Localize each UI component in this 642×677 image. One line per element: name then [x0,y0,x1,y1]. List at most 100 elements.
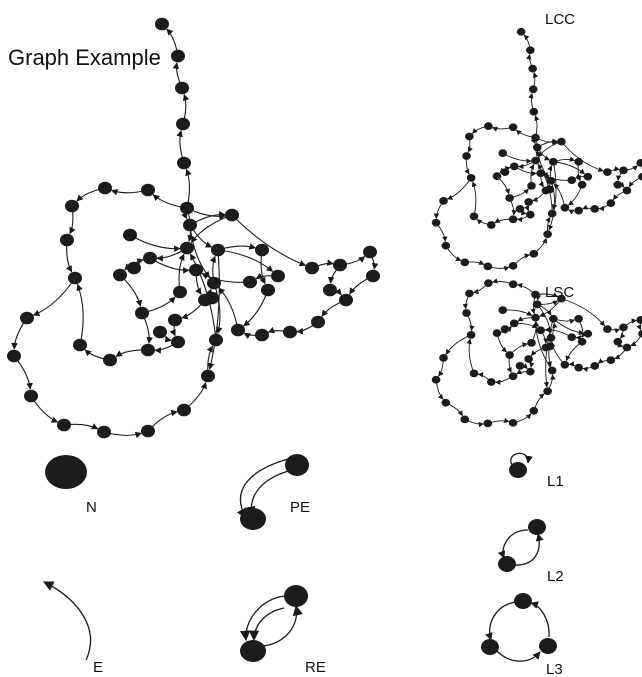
graph-node [557,137,566,146]
graph-node [526,367,535,376]
graph-node [532,300,542,309]
label-n: N [86,499,97,516]
graph-node [176,117,190,131]
graph-node [431,218,441,227]
graph-node [155,17,169,31]
graph-node [508,280,518,289]
graph-node [180,201,194,215]
graph-node [613,337,623,346]
graph-node [271,269,285,283]
graph-node [283,325,297,339]
graph-node [557,294,566,303]
graph-node [175,81,189,95]
graph-node [508,215,518,224]
graph-node [516,27,526,36]
graph-node [500,325,510,333]
graph-node [207,276,221,290]
graph-node [515,205,525,213]
graph-node [65,199,79,213]
graph-node [606,356,616,365]
graph-node [505,351,514,359]
graph-node [7,349,21,363]
graph-node [531,290,540,299]
graph-node [567,333,577,342]
graph-node [177,403,191,417]
graph-node [547,366,557,375]
graph-node [526,46,535,55]
graph-node [515,362,525,370]
graph-node [526,210,535,219]
graph-node [532,143,542,152]
graph-node [486,378,496,386]
graph-node [574,206,583,215]
graph-node [205,291,219,305]
graph-node [567,176,577,185]
graph-node [560,203,570,212]
graph-node [323,283,337,297]
graph-node [73,338,87,352]
graph-node [509,162,519,171]
graph-node [505,194,514,202]
graph-node [583,329,593,338]
graph-node [536,326,545,335]
label-re: RE [305,659,326,676]
graph-node [143,251,157,265]
graph-node [529,107,539,116]
graph-edge [502,152,532,164]
graph-node [527,339,536,347]
graph-node [574,157,583,166]
example-graph [7,17,380,439]
graph-node [431,375,441,384]
lsc-graph [431,278,642,428]
graph-node [469,212,479,221]
graph-node [574,363,583,372]
graph-node [180,241,194,255]
graph-node [484,279,493,287]
graph-node [366,269,380,283]
graph-node [466,330,476,339]
label-pe: PE [290,499,310,516]
lcc-graph [431,27,642,272]
graph-node [201,369,215,383]
graph-node [638,172,642,181]
graph-node [606,199,616,208]
graph-node [498,306,508,314]
graph-node [613,180,623,189]
legend-reciprocal-edges [239,585,308,662]
graph-node [483,262,493,271]
graph-node [113,268,127,282]
graph-edge [218,287,239,331]
graph-node [465,132,474,141]
legend-three-cycle [481,593,557,662]
graph-node [524,198,533,206]
graph-node [545,342,555,351]
graph-node [636,159,642,167]
graph-node [171,335,185,349]
graph-edge [561,141,604,173]
graph-node [127,261,141,275]
graph-node [311,315,325,329]
legend-two-cycle [497,519,546,572]
graph-node [531,133,540,142]
graph-node [460,415,470,424]
graph-node [20,311,34,325]
graph-node [183,218,197,232]
graph-edge [446,177,472,200]
graph-node [189,263,203,277]
graph-edge [129,234,181,253]
graph-node [498,149,508,157]
graph-edge [537,141,562,158]
graph-node [171,49,185,63]
graph-edge [190,214,233,243]
graph-edge [231,214,307,267]
graph-edge [32,277,76,316]
graph-edge [546,337,552,367]
graph-node [590,205,600,213]
graph-node [543,230,552,239]
graph-node [153,325,167,339]
graph-node [57,418,71,432]
graph-node [333,258,347,272]
graph-node [546,176,556,185]
graph-node [560,360,570,369]
